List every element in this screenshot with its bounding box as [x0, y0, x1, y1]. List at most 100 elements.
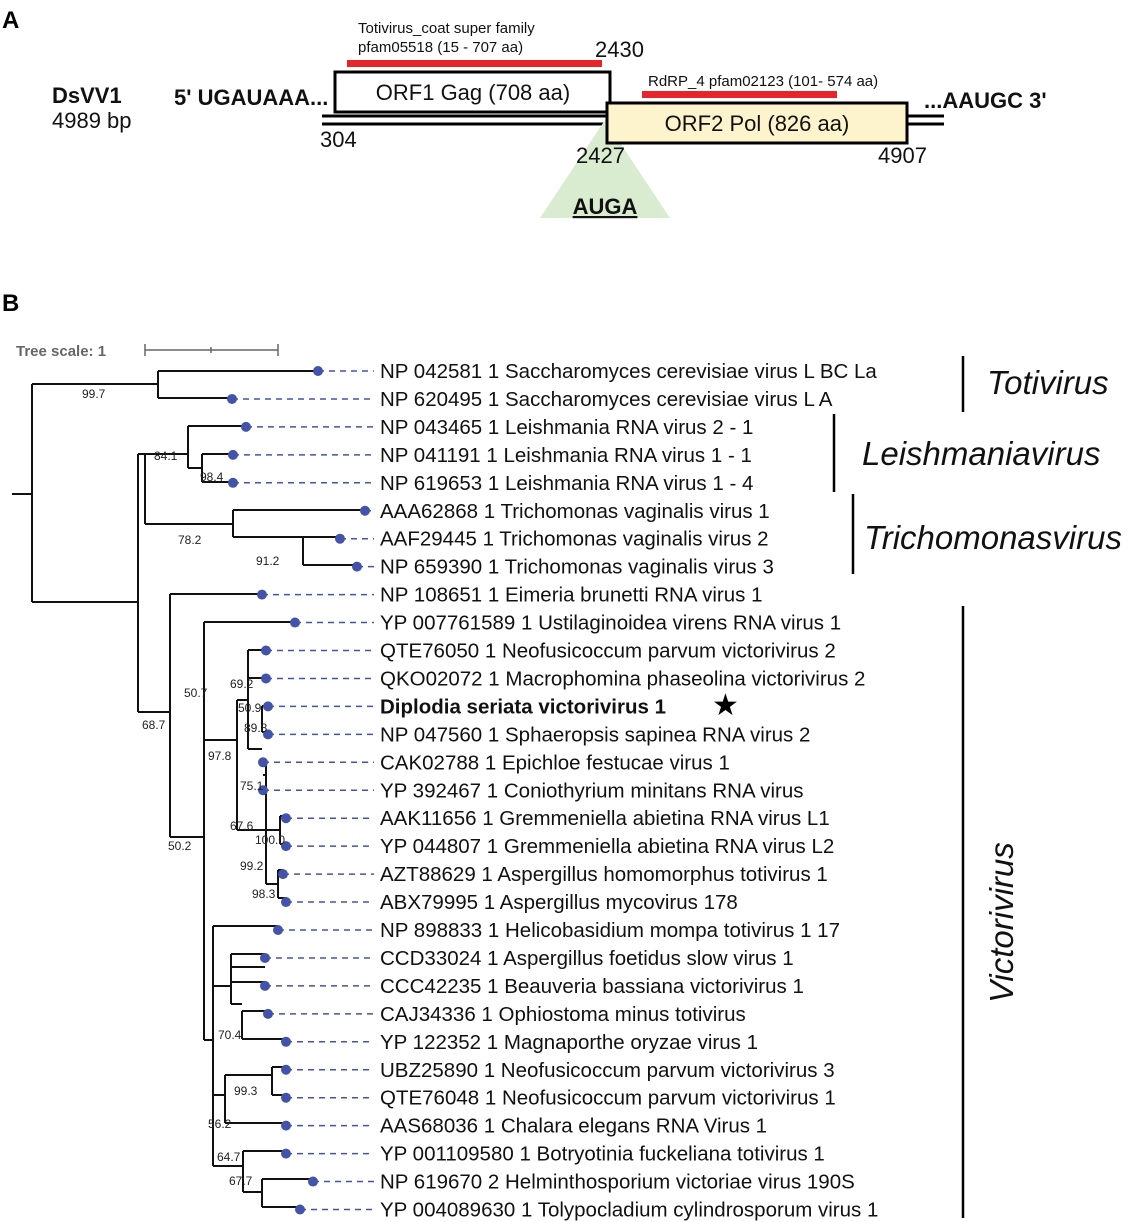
leaf-label: CCD33024 1 Aspergillus foetidus slow vir… [380, 947, 794, 970]
orf1-label: ORF1 Gag (708 aa) [376, 80, 570, 105]
leaf-label: NP 042581 1 Saccharomyces cerevisiae vir… [380, 360, 877, 383]
leaf-label: AAF29445 1 Trichomonas vaginalis virus 2 [380, 528, 769, 551]
bootstrap-value: 70.4 [218, 1028, 242, 1042]
genome-name: DsVV1 [52, 83, 122, 108]
bootstrap-value: 50.7 [184, 686, 208, 700]
tip-node [352, 561, 362, 572]
bootstrap-value: 99.2 [240, 859, 264, 873]
orf2-box [605, 101, 909, 145]
domain2-label: RdRP_4 pfam02123 (101- 574 aa) [648, 73, 878, 90]
leaf-label: QTE76050 1 Neofusicoccum parvum victoriv… [380, 640, 836, 663]
leaf-label: NP 108651 1 Eimeria brunetti RNA virus 1 [380, 584, 762, 607]
panel-b-letter: B [2, 290, 19, 317]
domain1-label-line1: Totivirus_coat super family [358, 20, 535, 37]
tip-node [227, 393, 237, 404]
tree-leaf-labels: NP 042581 1 Saccharomyces cerevisiae vir… [380, 360, 878, 1222]
position-4907: 4907 [878, 143, 927, 168]
orf2-label: ORF2 Pol (826 aa) [665, 111, 850, 136]
tip-node [281, 1036, 291, 1047]
tree-scale-label: Tree scale: 1 [16, 343, 106, 360]
rdrp-domain-bar [642, 91, 837, 98]
tip-node [258, 785, 268, 796]
leaf-label: ABX79995 1 Aspergillus mycovirus 178 [380, 891, 738, 914]
leaf-label: YP 044807 1 Gremmeniella abietina RNA vi… [380, 835, 834, 858]
bootstrap-value: 50.9 [238, 701, 262, 715]
bootstrap-value: 67.7 [229, 1174, 253, 1188]
bootstrap-value: 89.8 [244, 721, 268, 735]
tip-node [281, 1064, 291, 1075]
tree-tip-nodes [227, 366, 370, 1215]
tip-node [295, 1204, 305, 1215]
leaf-label: QTE76048 1 Neofusicoccum parvum victoriv… [380, 1087, 836, 1110]
frameshift-triangle [540, 120, 670, 218]
auga-motif: AUGA [573, 194, 638, 219]
domain1-label-line2: pfam05518 (15 - 707 aa) [358, 39, 523, 56]
genus-totivirus: Totivirus [987, 364, 1109, 401]
leaf-label: CAK02788 1 Epichloe festucae virus 1 [380, 751, 730, 774]
leaf-label: NP 047560 1 Sphaeropsis sapinea RNA viru… [380, 723, 810, 746]
tip-node [260, 980, 270, 991]
tip-node [335, 533, 345, 544]
leaf-label: YP 001109580 1 Botryotinia fuckeliana to… [380, 1143, 825, 1166]
bootstrap-value: 64.7 [217, 1150, 241, 1164]
leaf-label: NP 659390 1 Trichomonas vaginalis virus … [380, 556, 774, 579]
bootstrap-value: 78.2 [178, 533, 202, 547]
bootstrap-value: 84.1 [154, 449, 178, 463]
tree-branches [12, 370, 365, 1208]
tip-node [281, 1148, 291, 1159]
totivirus-coat-domain-bar [347, 60, 602, 67]
tip-node [258, 757, 268, 768]
tip-node [261, 645, 271, 656]
leaf-label: YP 007761589 1 Ustilaginoidea virens RNA… [380, 612, 841, 635]
bootstrap-value: 50.2 [168, 839, 192, 853]
leaf-label: QKO02072 1 Macrophomina phaseolina victo… [380, 667, 865, 690]
leaf-label: YP 004089630 1 Tolypocladium cylindrospo… [380, 1199, 878, 1222]
tip-node [228, 449, 238, 460]
leaf-label: AAA62868 1 Trichomonas vaginalis virus 1 [380, 500, 770, 523]
bootstrap-value: 100.0 [255, 833, 285, 847]
panel-a: A DsVV1 4989 bp 5' UGAUAAA... ...AAUGC 3… [2, 7, 1047, 219]
tip-node [260, 952, 270, 963]
tip-node [281, 1120, 291, 1131]
leaf-label: AAS68036 1 Chalara elegans RNA Virus 1 [380, 1115, 767, 1138]
leaf-label: AZT88629 1 Aspergillus homomorphus totiv… [380, 863, 828, 886]
bootstrap-value: 98.4 [200, 470, 224, 484]
three-prime-end: ...AAUGC 3' [924, 88, 1047, 113]
tip-node [308, 1176, 318, 1187]
tip-node [257, 589, 267, 600]
tree-dash-connectors [232, 370, 374, 1211]
bootstrap-value: 75.1 [240, 779, 264, 793]
leaf-label: NP 043465 1 Leishmania RNA virus 2 - 1 [380, 416, 753, 439]
orf1-box [333, 70, 612, 114]
bootstrap-value: 68.7 [142, 718, 166, 732]
leaf-label: AAK11656 1 Gremmeniella abietina RNA vir… [380, 807, 830, 830]
tip-node [281, 841, 291, 852]
five-prime-end: 5' UGAUAAA... [174, 85, 328, 110]
tip-node [281, 897, 291, 908]
bootstrap-value: 99.3 [234, 1084, 258, 1098]
tip-node [263, 701, 273, 712]
bootstrap-value: 97.8 [208, 749, 232, 763]
highlighted-leaf-label: Diplodia seriata victorivirus 1 [380, 695, 666, 718]
genome-length: 4989 bp [52, 108, 132, 133]
tip-node [313, 366, 323, 376]
bootstrap-value: 69.2 [230, 677, 254, 691]
genus-leishmaniavirus: Leishmaniavirus [862, 435, 1100, 472]
bootstrap-value: 99.7 [82, 387, 106, 401]
leaf-label: NP 041191 1 Leishmania RNA virus 1 - 1 [380, 444, 752, 467]
tip-node [273, 925, 283, 935]
bootstrap-value: 98.3 [252, 887, 276, 901]
tip-node [281, 1092, 291, 1103]
panel-a-letter: A [2, 7, 19, 34]
tip-node [263, 1008, 273, 1019]
position-2427: 2427 [576, 143, 625, 168]
position-2430: 2430 [595, 37, 644, 62]
leaf-label: NP 620495 1 Saccharomyces cerevisiae vir… [380, 388, 833, 411]
tip-node [261, 673, 271, 684]
panel-b: B Tree scale: 1 NP 042581 1 Saccharomyce… [2, 290, 1122, 1222]
bootstrap-value: 67.6 [230, 819, 254, 833]
bootstrap-value: 56.2 [208, 1117, 232, 1131]
tree-scale-bar [144, 344, 279, 356]
leaf-label: YP 122352 1 Magnaporthe oryzae virus 1 [380, 1031, 758, 1054]
